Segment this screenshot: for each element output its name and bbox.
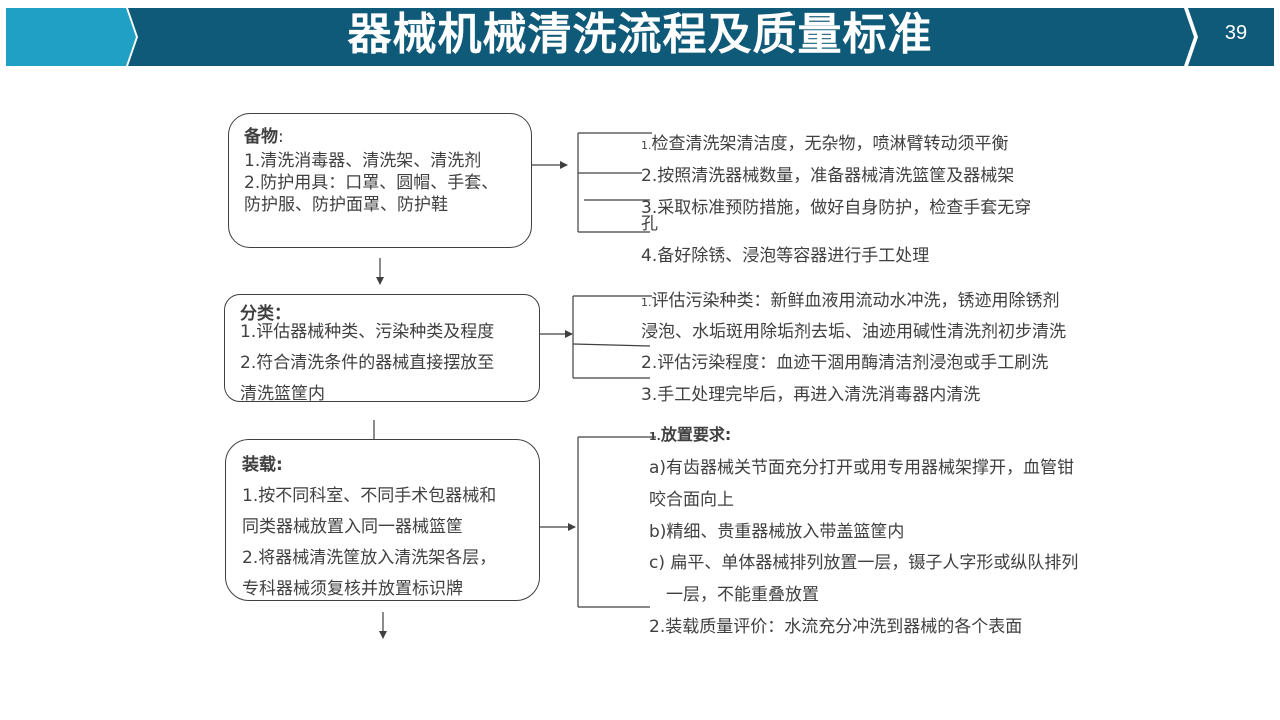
load-detail-c2: 一层，不能重叠放置 [666, 585, 819, 605]
box-sort-line-3: 清洗篮筐内 [240, 384, 325, 404]
box-prep-line-2: 2.防护用具：口罩、圆帽、手套、 [244, 173, 499, 193]
load-detail-2: 2.装载质量评价：水流充分冲洗到器械的各个表面 [649, 617, 1023, 637]
banner-shapes [6, 8, 1274, 66]
box-load-heading: 装载: [242, 455, 283, 475]
sort-detail-1-cont: 浸泡、水垢斑用除垢剂去垢、油迹用碱性清洗剂初步清洗 [641, 322, 1066, 342]
page-number: 39 [1224, 22, 1248, 44]
load-detail-a2: 咬合面向上 [649, 490, 734, 510]
box-prep-line-1: 1.清洗消毒器、清洗架、清洗剂 [244, 151, 482, 171]
load-detail-c1: c) 扁平、单体器械排列放置一层，镊子人字形或纵队排列 [649, 553, 1079, 573]
load-detail-1: 1.放置要求: [649, 421, 731, 445]
prep-detail-3b: 孔 [641, 214, 658, 234]
prep-detail-4: 4.备好除锈、浸泡等容器进行手工处理 [641, 246, 930, 266]
box-sort [224, 294, 540, 402]
sort-detail-1-text: 评估污染种类：新鲜血液用流动水冲洗，锈迹用除锈剂 [651, 291, 1060, 311]
box-prep-heading-colon: : [278, 127, 284, 147]
box-load-line-4: 专科器械须复核并放置标识牌 [242, 579, 463, 599]
box-load [225, 439, 540, 601]
prep-detail-1: 1.检查清洗架清洁度，无杂物，喷淋臂转动须平衡 [641, 129, 1009, 154]
load-detail-b: b)精细、贵重器械放入带盖篮筐内 [649, 522, 905, 542]
load-detail-1-text: 放置要求: [660, 425, 732, 444]
prep-detail-2: 2.按照清洗器械数量，准备器械清洗篮筐及器械架 [641, 166, 1015, 186]
load-detail-a1: a)有齿器械关节面充分打开或用专用器械架撑开，血管钳 [649, 458, 1075, 478]
page-title: 器械机械清洗流程及质量标准 [347, 9, 933, 60]
load-detail-1-num: 1. [649, 430, 661, 443]
sort-detail-1: 1.评估污染种类：新鲜血液用流动水冲洗，锈迹用除锈剂 [641, 286, 1060, 311]
sort-detail-2: 2.评估污染程度：血迹干涸用酶清洁剂浸泡或手工刷洗 [641, 353, 1049, 373]
box-prep-heading: 备物: [244, 122, 284, 147]
bracket-2-tick-2 [572, 343, 651, 347]
sort-detail-3: 3.手工处理完毕后，再进入清洗消毒器内清洗 [641, 385, 981, 405]
box-sort-heading: 分类： [240, 304, 291, 324]
prep-detail-1-num: 1. [641, 139, 652, 152]
box-prep [228, 113, 532, 248]
banner-main [128, 8, 1194, 66]
box-prep-line-3: 防护服、防护面罩、防护鞋 [244, 195, 448, 215]
box-load-line-1: 1.按不同科室、不同手术包器械和 [242, 486, 497, 506]
banner-accent-right [1188, 8, 1274, 66]
banner-accent-left [6, 8, 136, 66]
box-sort-line-1: 1.评估器械种类、污染种类及程度 [240, 322, 495, 342]
header-banner: 器械机械清洗流程及质量标准 39 [0, 0, 1280, 70]
sort-detail-1-num: 1. [641, 296, 652, 309]
box-load-line-2: 同类器械放置入同一器械篮筐 [242, 517, 463, 537]
box-load-line-3: 2.将器械清洗筐放入清洗架各层， [242, 548, 497, 568]
prep-detail-3a: 3.采取标准预防措施，做好自身防护，检查手套无穿 [641, 198, 1032, 218]
prep-detail-1-text: 检查清洗架清洁度，无杂物，喷淋臂转动须平衡 [651, 134, 1009, 154]
box-prep-heading-text: 备物 [244, 127, 278, 147]
box-sort-line-2: 2.符合清洗条件的器械直接摆放至 [240, 353, 495, 373]
